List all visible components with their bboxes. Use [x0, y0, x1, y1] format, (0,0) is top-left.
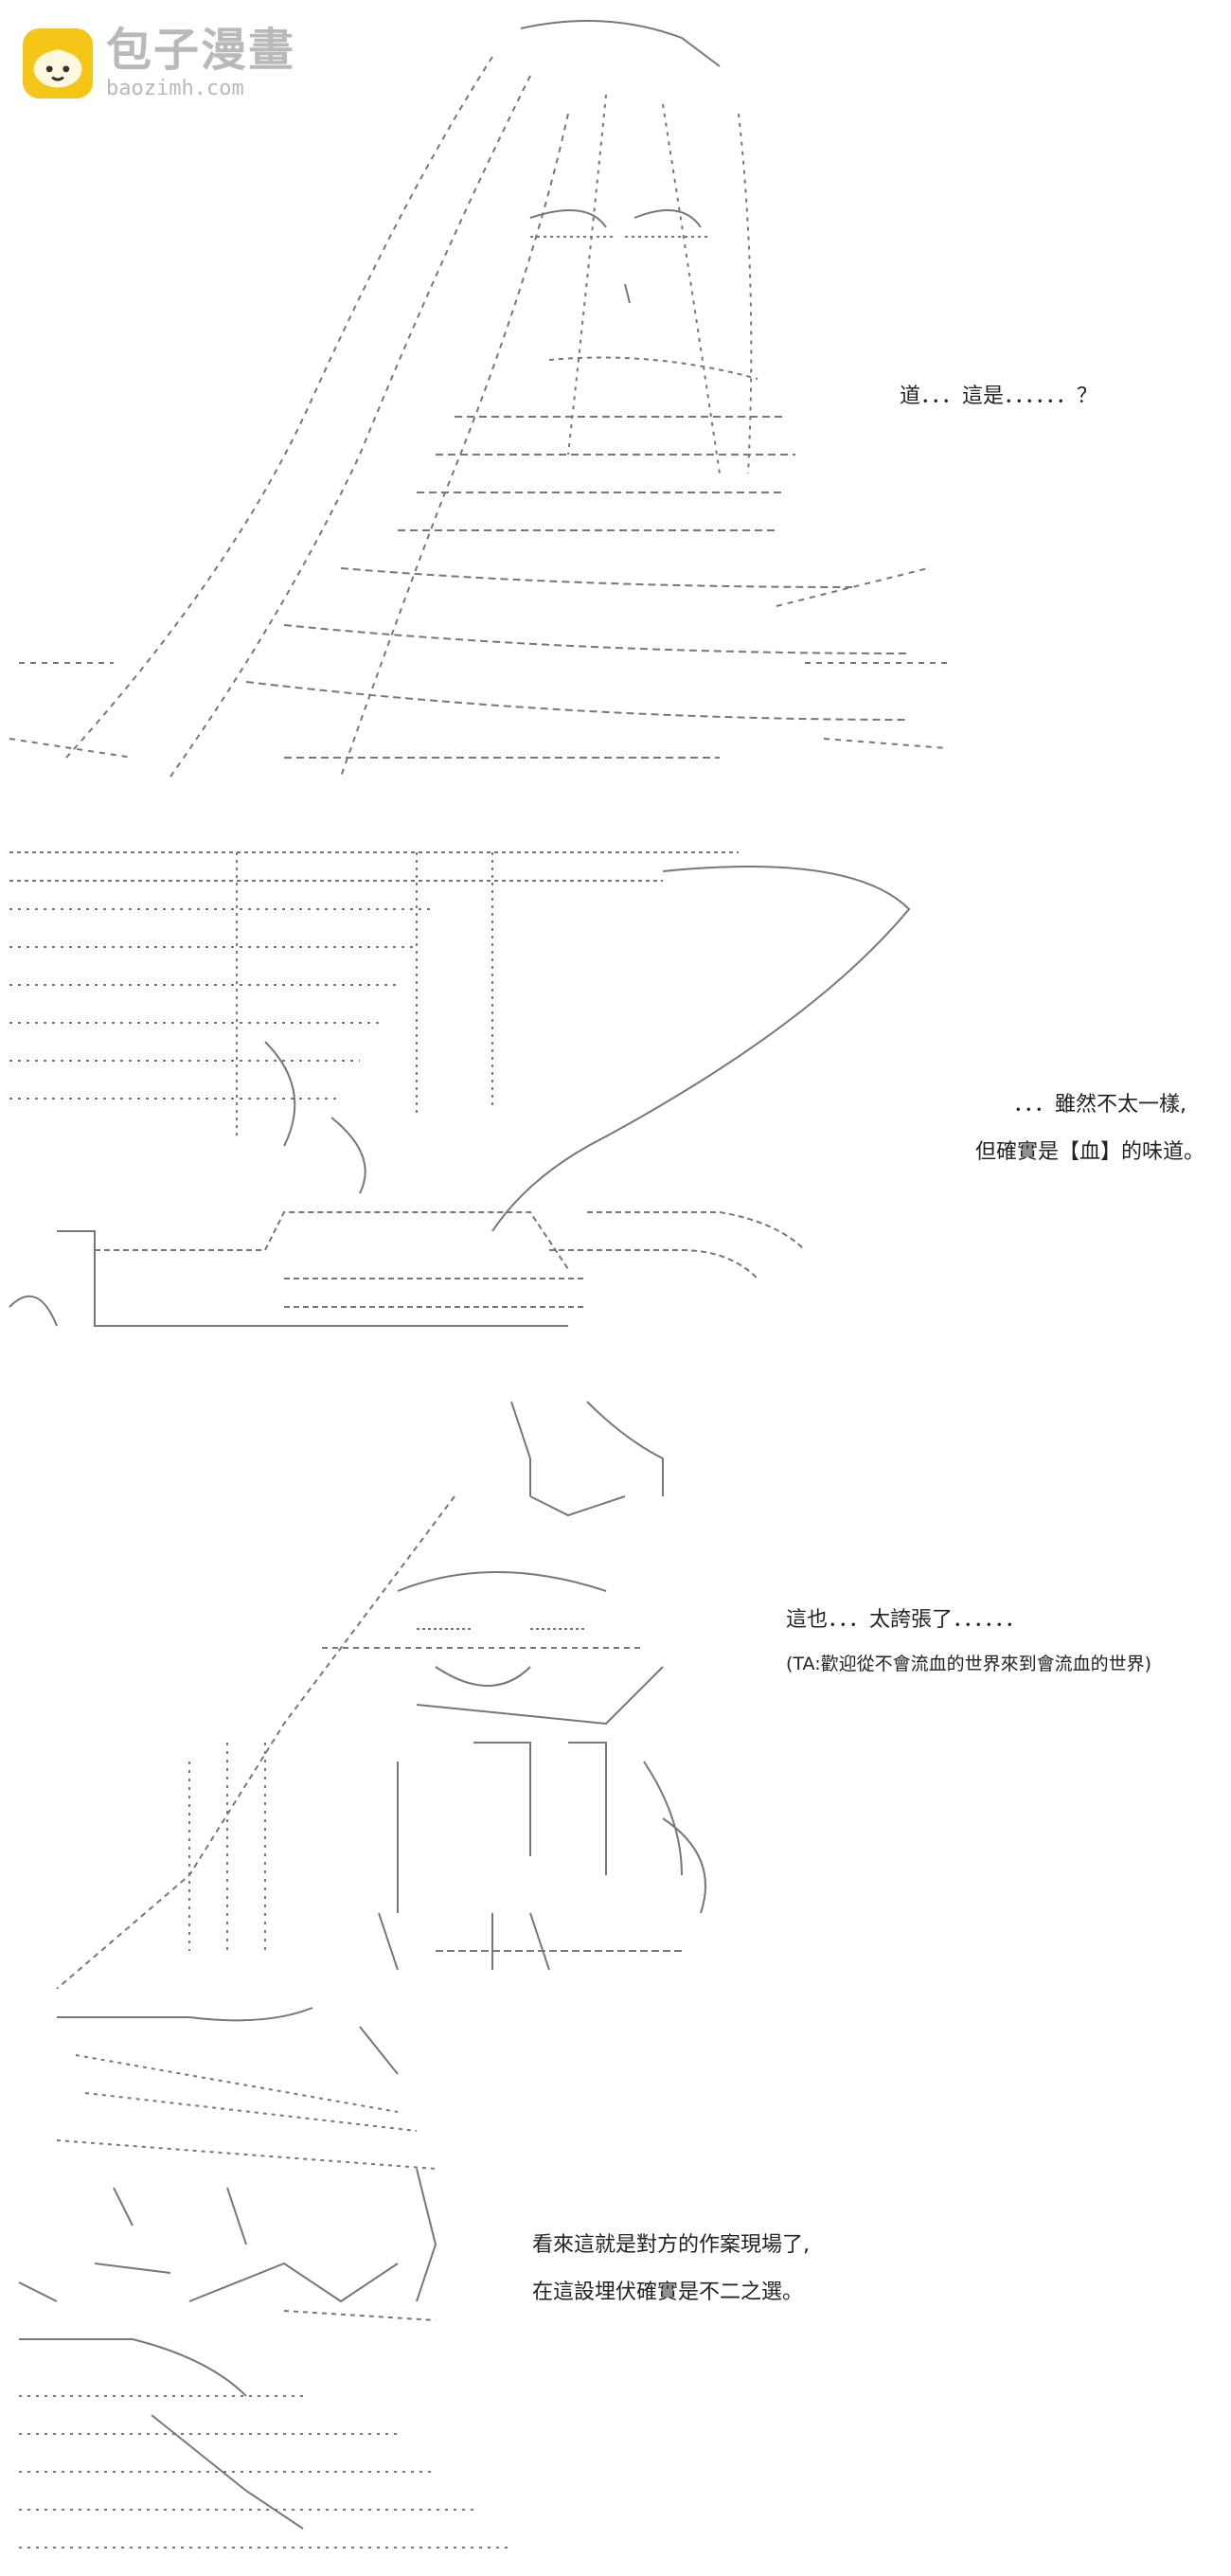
watermark-url: baozimh.com	[106, 77, 244, 100]
panel-2: ．．．雖然不太一樣, 但確實是【血】的味道。	[0, 833, 1231, 1364]
panel-4-line-2: 在這設埋伏確實是不二之選。	[532, 2281, 804, 2304]
bun-mascot-icon	[22, 27, 94, 99]
panel-3-line-1: 這也．．．太誇張了．．．．．．	[786, 1608, 1026, 1632]
panel-3-art	[56, 1401, 706, 1989]
watermark-logo: 包子漫畫 baozimh.com	[21, 27, 295, 100]
panel-2-line-1: ．．．雖然不太一樣,	[1013, 1093, 1186, 1117]
panel-4: 看來這就是對方的作案現場了, 在這設埋伏確實是不二之選。	[0, 1998, 1231, 2567]
panel-4-art	[18, 2007, 511, 2549]
panel-3-line-2: (TA:歡迎從不會流血的世界來到會流血的世界)	[786, 1654, 1152, 1674]
panel-2-line-2: 但確實是【血】的味道。	[975, 1140, 1205, 1164]
panel-1-art	[9, 20, 948, 778]
panel-4-line-1: 看來這就是對方的作案現場了,	[532, 2233, 810, 2257]
panel-1: 道．．．這是．．．．．．？	[0, 0, 1231, 814]
panel-2-art	[9, 851, 911, 1327]
watermark-name: 包子漫畫	[106, 24, 296, 77]
panel-1-line-1: 道．．．這是．．．．．．？	[900, 385, 1098, 408]
panel-3: 這也．．．太誇張了．．．．．． (TA:歡迎從不會流血的世界來到會流血的世界)	[0, 1383, 1231, 1989]
